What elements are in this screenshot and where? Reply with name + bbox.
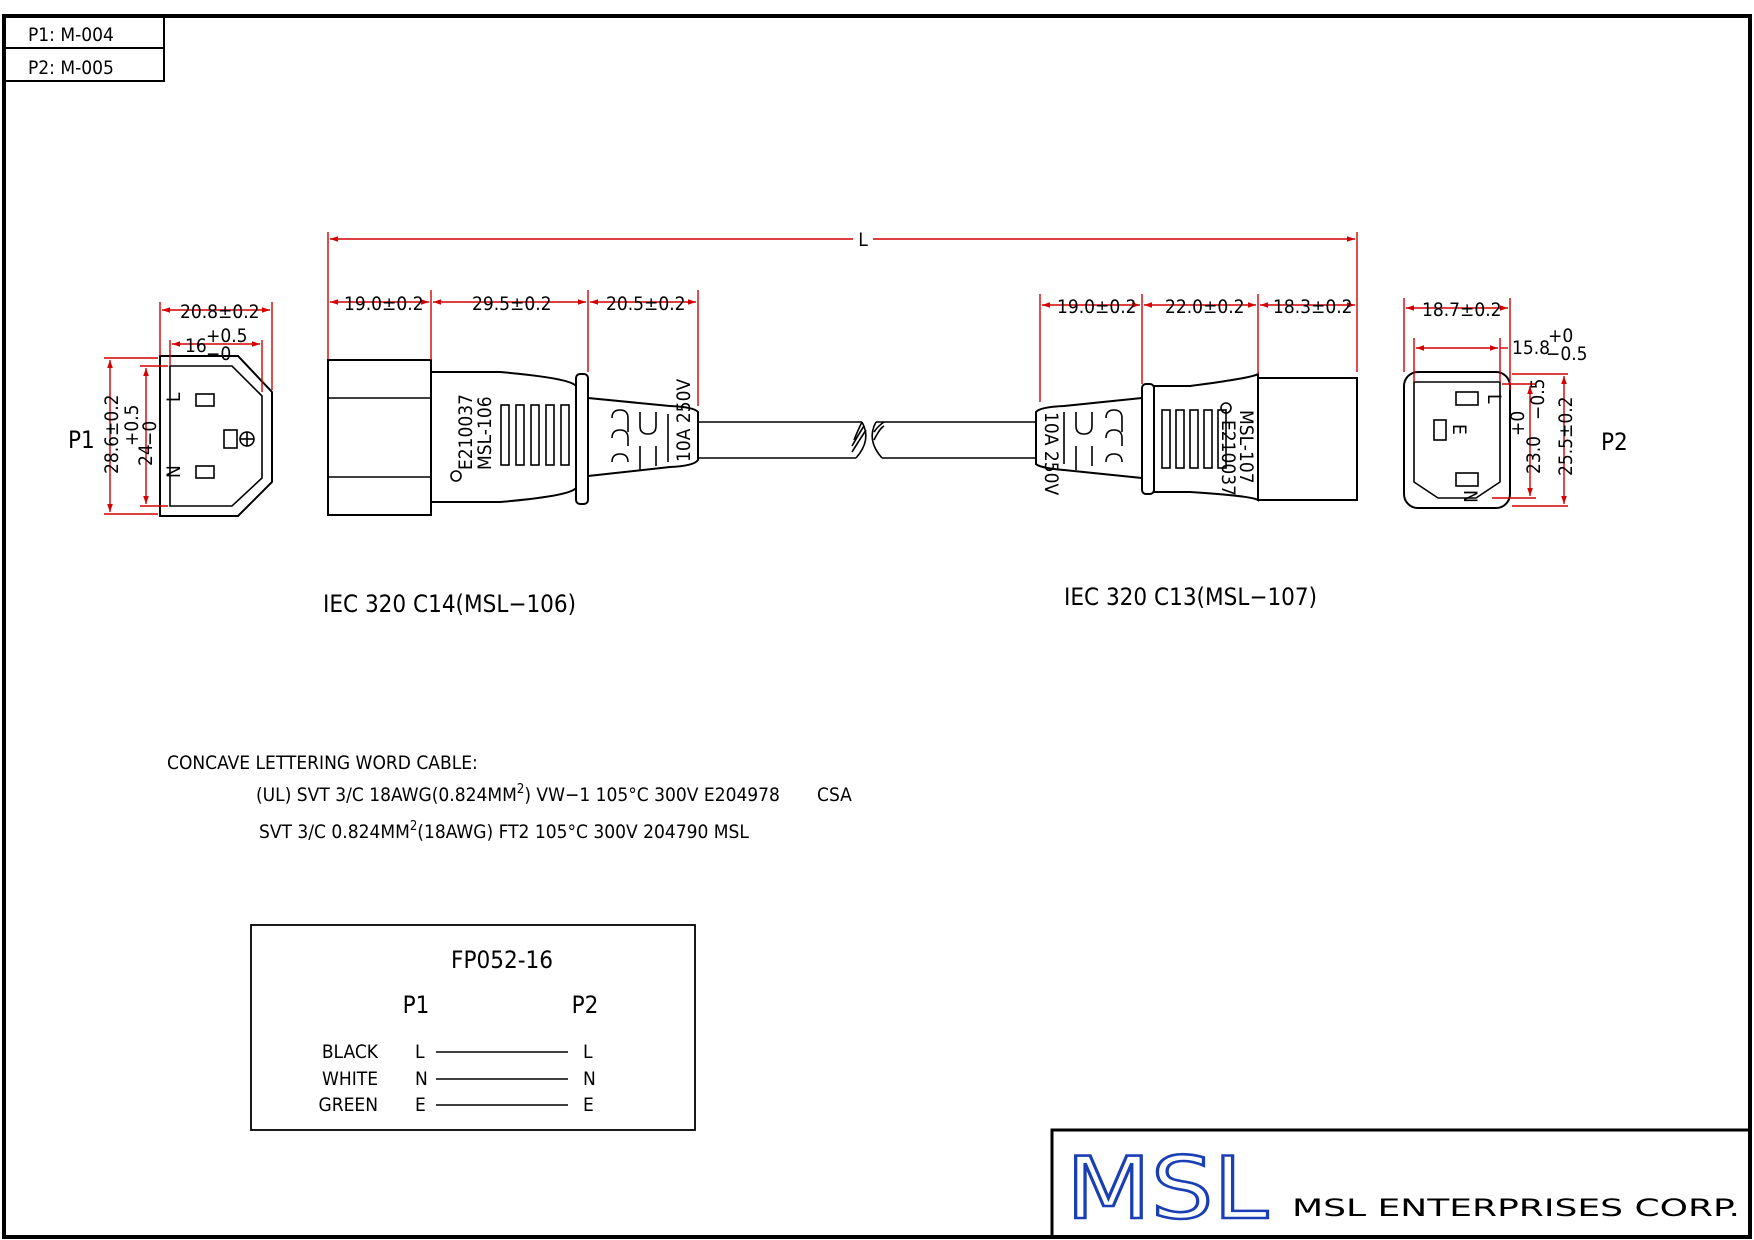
right-dim-3: 18.3±0.2 (1273, 296, 1353, 318)
p1-inner-height-tol-plus: +0.5 (121, 405, 143, 447)
p2-end-view: L E N P2 18.7±0.2 15.8 +0 −0.5 23.0 +0 −… (1403, 298, 1628, 509)
left-marking-ul: E210037 (455, 394, 477, 470)
company-name: MSL ENTERPRISES CORP. (1292, 1194, 1740, 1222)
wiring-col-p2: P2 (572, 991, 599, 1019)
connector-left-c14: E210037 MSL-106 10A 250V 19.0±0.2 29.5±0… (323, 290, 699, 618)
p1-inner-width-tol-plus: +0.5 (206, 325, 248, 347)
msl-logo: MSL (1066, 1139, 1268, 1239)
p1-inner-height-dim: 24 (135, 444, 157, 466)
cable-notes-line1: (UL) SVT 3/C 18AWG(0.824MM2) VW−1 105°C … (256, 782, 780, 806)
wiring-row-p1: N (415, 1068, 428, 1090)
wiring-row-p1: L (415, 1041, 425, 1063)
right-marking-ul: E210037 (1217, 420, 1239, 496)
left-caption: IEC 320 C14(MSL−106) (323, 590, 576, 618)
title-block: MSL MSL ENTERPRISES CORP. (1050, 1128, 1752, 1240)
p2-inner-height-tol-plus: +0 (1507, 411, 1529, 436)
cable-notes-line2: SVT 3/C 0.824MM2(18AWG) FT2 105°C 300V 2… (259, 819, 749, 843)
p2-inner-height-dim: 23.0 (1523, 436, 1545, 474)
part-ref-p2: P2: M-005 (28, 57, 114, 79)
connector-right-c13: 10A 250V MSL-107 E210037 19.0±0.2 22.0±0… (1035, 294, 1358, 611)
overall-length-label: L (858, 229, 868, 251)
p1-label: P1 (68, 426, 95, 454)
p2-label: P2 (1601, 428, 1628, 456)
p2-inner-width-dim: 15.8 (1512, 337, 1550, 359)
wiring-table: FP052-16 P1 P2 BLACK L L WHITE N N GREEN… (250, 924, 696, 1131)
wiring-row-color: GREEN (318, 1094, 378, 1116)
sheet-border (2, 14, 1752, 1239)
wiring-row-color: WHITE (322, 1068, 378, 1090)
p2-pin-l: L (1483, 394, 1505, 404)
wiring-row-p1: E (415, 1094, 426, 1116)
p2-inner-width-tol-plus: +0 (1548, 325, 1573, 347)
right-marking-rating: 10A 250V (1040, 412, 1062, 495)
wiring-row-color: BLACK (322, 1041, 379, 1063)
right-caption: IEC 320 C13(MSL−107) (1064, 583, 1317, 611)
p2-pin-n: N (1459, 490, 1481, 503)
wiring-table-title: FP052-16 (451, 946, 553, 974)
left-dim-1: 19.0±0.2 (344, 293, 424, 315)
p2-inner-width-tol-minus: −0.5 (1546, 343, 1588, 365)
cable (698, 421, 1036, 459)
part-ref-table: P1: M-004 P2: M-005 (3, 15, 165, 82)
p1-inner-width-tol-minus: −0 (206, 343, 231, 365)
p1-end-view: L N P1 20.8±0.2 16 +0.5 −0 28.6±0.2 24 +… (68, 301, 273, 517)
p1-inner-height-tol-minus: −0 (139, 421, 161, 446)
p2-pin-e: E (1448, 424, 1470, 435)
left-dim-3: 20.5±0.2 (606, 293, 686, 315)
overall-length-dimension: L (327, 229, 1358, 372)
left-marking-rating: 10A 250V (673, 379, 695, 462)
p2-width-dim: 18.7±0.2 (1422, 299, 1502, 321)
p1-pin-l: L (163, 392, 185, 402)
wiring-col-p1: P1 (403, 991, 430, 1019)
p1-inner-width-dim: 16 (185, 335, 207, 357)
wiring-row-p2: L (583, 1041, 593, 1063)
p1-height-dim: 28.6±0.2 (101, 394, 123, 474)
cable-notes-heading: CONCAVE LETTERING WORD CABLE: (167, 752, 478, 774)
cable-notes: CONCAVE LETTERING WORD CABLE: (UL) SVT 3… (167, 752, 852, 843)
right-dim-1: 19.0±0.2 (1057, 296, 1137, 318)
left-dim-2: 29.5±0.2 (472, 293, 552, 315)
p1-pin-n: N (163, 465, 185, 478)
cable-notes-csa: CSA (817, 784, 852, 806)
part-ref-p1: P1: M-004 (28, 24, 114, 46)
left-marking-model: MSL-106 (474, 396, 496, 470)
wiring-row-p2: N (583, 1068, 596, 1090)
right-marking-model: MSL-107 (1235, 410, 1257, 484)
right-dim-2: 22.0±0.2 (1165, 296, 1245, 318)
p2-inner-height-tol-minus: −0.5 (1527, 379, 1549, 421)
wiring-row-p2: E (583, 1094, 594, 1116)
p1-width-dim: 20.8±0.2 (180, 301, 260, 323)
p2-height-dim: 25.5±0.2 (1555, 396, 1577, 476)
